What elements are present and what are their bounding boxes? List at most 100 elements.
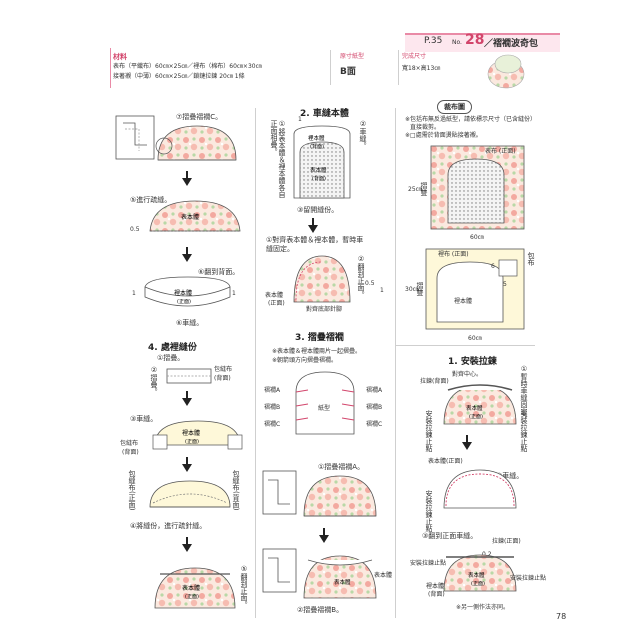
step-binding-stitch: ④將縫份，進行疏針縫。 xyxy=(130,522,207,530)
pleat-c-left: 褶襉C xyxy=(264,421,281,428)
pouch-illustration-2: 表本體 xyxy=(149,200,241,232)
section-divider-right xyxy=(395,345,535,346)
seam-allowance-1-left: 1 xyxy=(132,290,136,297)
flow-arrow-3 xyxy=(182,398,192,406)
step-fold-1: ①摺疊。 xyxy=(157,354,185,362)
svg-text:表本體: 表本體 xyxy=(466,404,483,412)
flow-arrow-7 xyxy=(319,535,329,543)
outer-height: 25㎝ xyxy=(408,186,422,193)
lining-back: (背面) xyxy=(428,591,445,598)
step-open-seam: ③留開縫份。 xyxy=(297,206,339,214)
step-baste: ⑤進行疏縫。 xyxy=(130,196,172,204)
svg-text:(背面): (背面) xyxy=(310,143,324,150)
flow-arrow-stem-8 xyxy=(466,435,468,443)
pocket-w: 6 xyxy=(491,263,495,270)
cut-note-2: 直接裁剪。 xyxy=(410,124,441,131)
page-number: 78 xyxy=(556,612,567,621)
pleat-detail-inset xyxy=(115,115,155,160)
materials-line-1: 表布（平織布）60㎝×25㎝／裡布（棉布）60㎝×30㎝ xyxy=(113,63,262,70)
pouch-pleat-a xyxy=(303,475,377,517)
note-arrow-direction: ※朝箭頭方向摺疊褶襉。 xyxy=(272,357,338,364)
step-turn-right-side: ⑤翻到正面。 xyxy=(240,565,248,608)
step-temp-stitch: ①暫時車縫固定。 xyxy=(520,365,528,422)
step-fold-pleat-c: ⑦摺疊褶襉C。 xyxy=(176,113,223,121)
step-turn-inside-out: ⑥翻到背面。 xyxy=(198,268,240,276)
pattern-label: 原寸紙型 xyxy=(340,53,365,60)
flow-arrow-4 xyxy=(182,464,192,472)
cut-note-1: ※包括布無反過紙型，請依標示尺寸（已含縫份） xyxy=(405,116,537,123)
flow-arrow-stem-7 xyxy=(323,528,325,536)
zipper-front-label: 拉鍊(正面) xyxy=(492,538,521,545)
lining-height: 30㎝ xyxy=(405,286,419,293)
step-baste-together: ①對齊表本體＆裡本體，暫時車縫固定。 xyxy=(266,236,364,253)
flow-arrow-2 xyxy=(182,254,192,262)
pattern-piece-label: 紙型 xyxy=(318,405,331,412)
svg-text:表本體: 表本體 xyxy=(181,213,199,221)
lining-fabric-label: 裡布 (正面) xyxy=(438,251,469,258)
svg-text:(正面): (正面) xyxy=(185,594,199,600)
binding-front-label-left: 包縫布(正面) xyxy=(128,470,136,511)
zipper-stop-right-3: 安裝拉鍊止點 xyxy=(510,575,547,582)
step-turn-front: ②翻到正面。 xyxy=(357,255,365,298)
pouch-illustration-6: 表本體 (正面) xyxy=(154,567,236,609)
svg-text:裡本體: 裡本體 xyxy=(174,289,192,297)
binding-label: 包縫布 xyxy=(214,366,233,373)
seam-allowance-1-right: 1 xyxy=(232,290,236,297)
pleat-a-left: 褶襉A xyxy=(264,387,281,394)
align-bottom-stitch: 對齊底部針腳 xyxy=(306,306,343,313)
cutting-layout-title: 裁布圖 xyxy=(437,100,472,114)
pleat-c-right: 褶襉C xyxy=(366,421,383,428)
binding-back-2: (背面) xyxy=(122,449,139,456)
binding-back: (背面) xyxy=(214,375,231,382)
column-divider-2 xyxy=(395,108,396,618)
pouch-pleat-b: 表本體 xyxy=(303,555,377,599)
lining-body-label: 裡本體 xyxy=(454,298,473,305)
svg-text:表本體: 表本體 xyxy=(310,166,327,174)
pattern-value: B面 xyxy=(340,67,356,77)
pouch-illustration-3: 裡本體 (正面) xyxy=(144,276,231,307)
svg-text:(背面): (背面) xyxy=(312,175,326,182)
pouch-illustration-5 xyxy=(149,480,231,508)
body-pieces-stack: 裡本體 (背面) 表本體 (背面) xyxy=(293,125,351,199)
outer-fabric-label: 表布 (正面) xyxy=(485,148,516,155)
product-photo xyxy=(487,54,525,89)
svg-text:表本體: 表本體 xyxy=(334,578,351,586)
outer-width: 60㎝ xyxy=(470,234,484,241)
pleat-a-right: 褶襉A xyxy=(366,387,383,394)
step-stitch-3: ③車縫。 xyxy=(130,415,158,423)
seam-allowance-05: 0.5 xyxy=(130,226,140,233)
pleat-b-right: 褶襉B xyxy=(366,404,383,411)
flow-arrow-stem-4 xyxy=(186,457,188,465)
body-front-label: 表本體 xyxy=(265,292,284,299)
note-fold-together: ※表本體＆裡本體兩片一起摺疊。 xyxy=(272,348,362,355)
flow-arrow-8 xyxy=(462,442,472,450)
seam-05: 0.5 xyxy=(365,280,375,287)
info-divider xyxy=(330,50,331,85)
materials-line-2: 接著襯（中薄）60㎝×25㎝／鎖鏈拉鍊 20㎝ 1條 xyxy=(113,73,245,80)
svg-text:裡本體: 裡本體 xyxy=(308,134,325,142)
flow-arrow-stem-2 xyxy=(186,247,188,255)
step-fold-pleat-b: ②摺疊褶襉B。 xyxy=(297,606,344,614)
zipper-stop-label-3: 安裝拉鍊止點 xyxy=(410,560,447,567)
materials-rule xyxy=(110,48,111,88)
binding-front-label-right: 包縫布(背面) xyxy=(232,470,240,511)
flow-arrow-1 xyxy=(182,178,192,186)
step-2-heading: 2. 車縫本體 xyxy=(300,109,349,119)
svg-text:(正面): (正面) xyxy=(471,581,485,587)
flow-arrow-6 xyxy=(308,225,318,233)
pocket-label: 包布 xyxy=(527,252,535,266)
zipper-step-2 xyxy=(443,469,517,509)
outer-fabric-layout xyxy=(430,145,525,230)
lining-width: 60㎝ xyxy=(468,335,482,342)
pleat-b-left: 褶襉B xyxy=(264,404,281,411)
step-stitch-2: ②車縫。 xyxy=(359,120,367,149)
outer-body-front: 表本體(正面) xyxy=(428,458,463,465)
flow-arrow-stem-1 xyxy=(186,171,188,179)
svg-text:表本體: 表本體 xyxy=(182,584,200,592)
body-label-mid: 表本體 xyxy=(374,572,393,579)
svg-text:表本體: 表本體 xyxy=(468,571,485,579)
step-topstitch: ③翻到正面車縫。 xyxy=(422,532,478,540)
zipper-stop-left-2: 安裝拉鍊止點 xyxy=(425,490,433,532)
svg-text:(正面): (正面) xyxy=(177,299,191,305)
flow-arrow-stem-6 xyxy=(312,218,314,226)
